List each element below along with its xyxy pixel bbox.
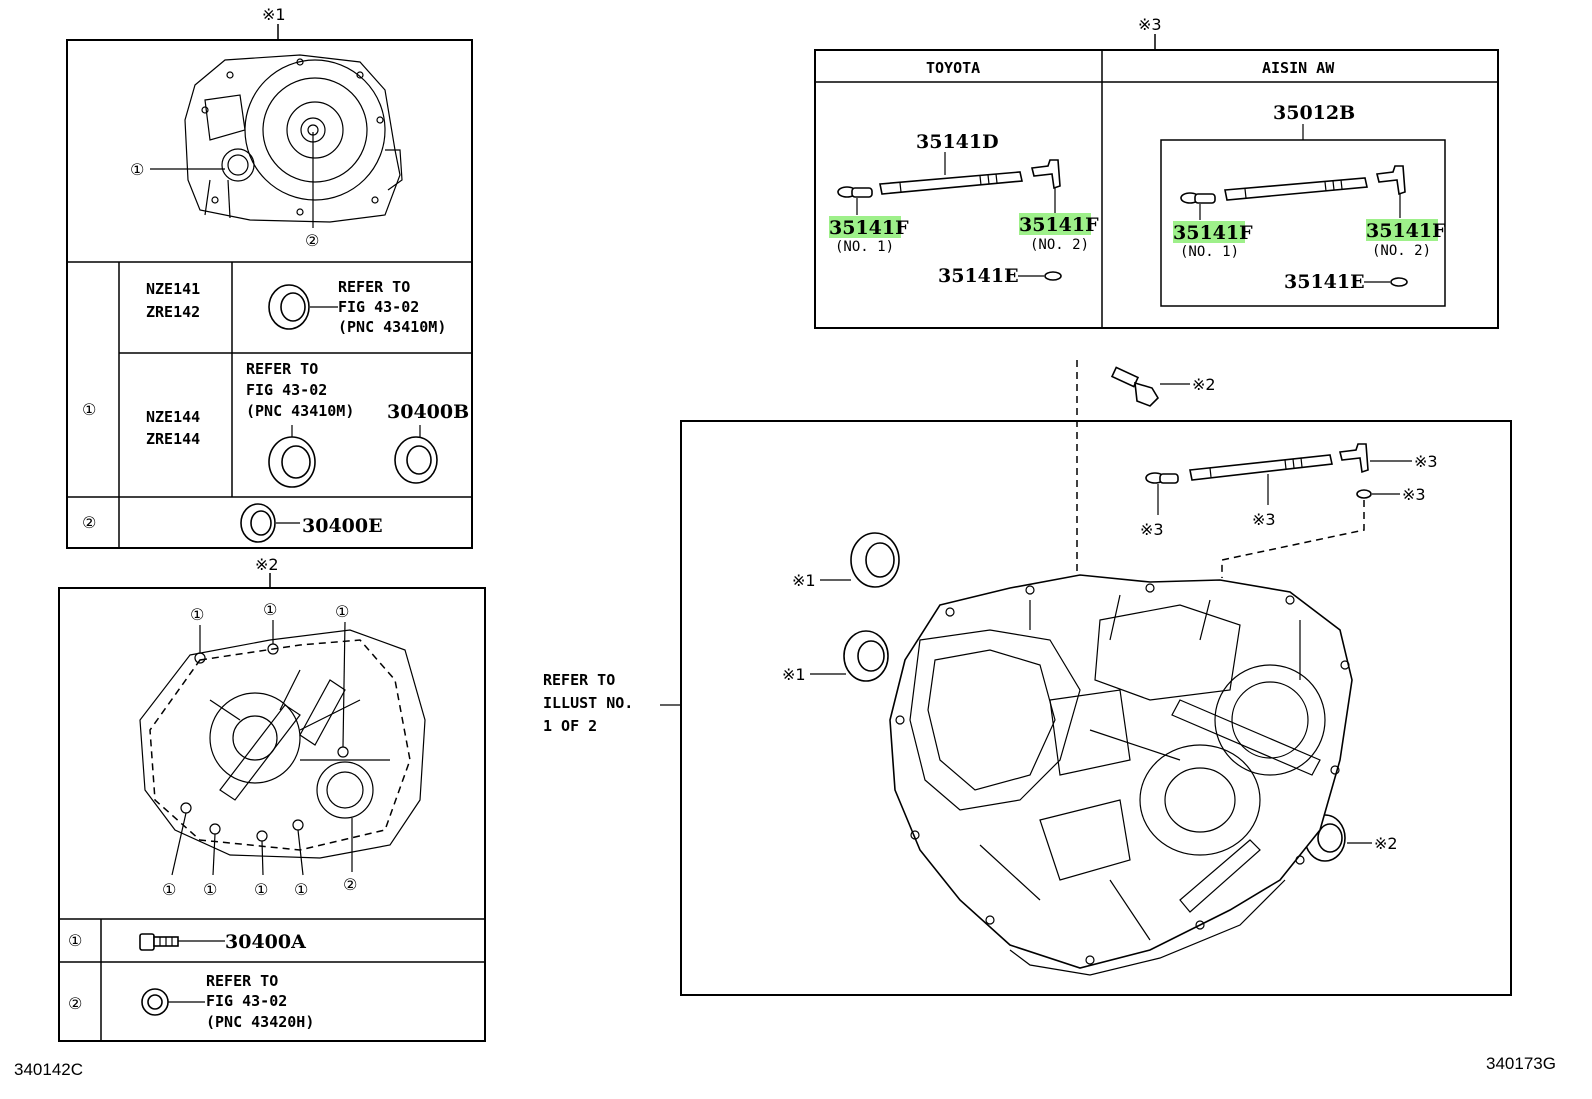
part-35141f-no2[interactable]: 35141F <box>1366 220 1446 242</box>
refer-line-1: REFER TO <box>543 671 615 689</box>
part-35141f-no1[interactable]: 35141F <box>829 217 909 239</box>
label-no2: (NO. 2) <box>1030 237 1089 253</box>
transaxle-front-view <box>184 54 403 223</box>
ref-line-3: (PNC 43420H) <box>206 1013 314 1031</box>
label-no2: (NO. 2) <box>1372 243 1431 259</box>
oil-seal-icon <box>843 630 889 682</box>
callout-2: ② <box>305 231 319 250</box>
note-1: ※1 <box>782 665 806 684</box>
col-toyota: TOYOTA <box>926 59 980 77</box>
diagram-code-right: 340173G <box>1486 1054 1556 1073</box>
part-35141e: 35141E <box>1284 271 1365 293</box>
seal-ring-icon <box>141 988 169 1016</box>
row-callout-1: ① <box>68 931 82 950</box>
highlight-35141f-no2 <box>1019 213 1091 235</box>
bolt-icon <box>139 933 179 951</box>
note-2: ※2 <box>1192 375 1216 394</box>
row-callout-1: ① <box>82 400 96 419</box>
part-30400b: 30400B <box>387 401 469 423</box>
ref-line-1: REFER TO <box>246 360 318 378</box>
box-2: ※2 ① ① <box>58 555 486 1042</box>
part-30400a: 30400A <box>225 931 306 953</box>
callout-2: ② <box>343 875 357 894</box>
part-35141f-no1[interactable]: 35141F <box>1173 222 1253 244</box>
shift-lever-icon <box>837 186 873 198</box>
model-nze144: NZE144 <box>146 408 200 426</box>
note-3: ※3 <box>1252 510 1276 529</box>
shaft-icon <box>1224 177 1368 201</box>
box-3: ※3 TOYOTA AISIN AW 35141D 35141F (NO. 1) <box>814 15 1499 329</box>
main-illustration: REFER TO ILLUST NO. 1 OF 2 ※2 ※3 ※3 <box>543 360 1512 996</box>
callout-1: ① <box>162 880 176 899</box>
shift-lever-icon <box>1376 165 1406 196</box>
diagram-code-left: 340142C <box>14 1060 83 1079</box>
ref-line-1: REFER TO <box>206 972 278 990</box>
model-nze141: NZE141 <box>146 280 200 298</box>
ref-line-2: FIG 43-02 <box>338 298 419 316</box>
box-1: ※1 ① ② NZ <box>66 5 473 549</box>
part-35141d: 35141D <box>916 131 999 153</box>
callout-1: ① <box>190 605 204 624</box>
transaxle-housing-view <box>139 629 426 859</box>
callout-1: ① <box>203 880 217 899</box>
note-1: ※1 <box>792 571 816 590</box>
note-3: ※3 <box>1140 520 1164 539</box>
ref-line-3: (PNC 43410M) <box>338 318 446 336</box>
callout-1: ① <box>263 600 277 619</box>
ref-line-2: FIG 43-02 <box>246 381 327 399</box>
oil-seal-icon <box>268 425 316 488</box>
box1-note: ※1 <box>262 5 286 24</box>
o-ring-icon <box>1044 271 1062 281</box>
o-ring-icon <box>1356 489 1372 499</box>
highlight-35141f-no1 <box>1173 221 1245 243</box>
shift-lever-icon <box>1180 192 1216 204</box>
shaft-icon <box>879 171 1023 195</box>
highlight-35141f-no2 <box>1366 219 1438 241</box>
note-3: ※3 <box>1402 485 1426 504</box>
label-no1: (NO. 1) <box>835 239 894 255</box>
transaxle-assembly <box>889 574 1353 976</box>
shift-lever-icon <box>1145 472 1179 484</box>
oil-seal-icon <box>850 532 900 588</box>
note-3: ※3 <box>1414 452 1438 471</box>
ref-line-2: FIG 43-02 <box>206 992 287 1010</box>
note-2: ※2 <box>1374 834 1398 853</box>
refer-line-2: ILLUST NO. <box>543 694 633 712</box>
label-no1: (NO. 1) <box>1180 244 1239 260</box>
o-ring-icon <box>1390 277 1408 287</box>
oil-seal-icon <box>240 503 276 543</box>
part-35141e: 35141E <box>938 265 1019 287</box>
model-zre144: ZRE144 <box>146 430 200 448</box>
col-aisin-aw: AISIN AW <box>1262 59 1335 77</box>
ref-line-3: (PNC 43410M) <box>246 402 354 420</box>
box2-note: ※2 <box>255 555 279 574</box>
shaft-icon <box>1189 454 1333 481</box>
part-30400e: 30400E <box>302 515 383 537</box>
box3-note: ※3 <box>1138 15 1162 34</box>
callout-1: ① <box>254 880 268 899</box>
model-zre142: ZRE142 <box>146 303 200 321</box>
callout-1: ① <box>294 880 308 899</box>
row-callout-2: ② <box>82 513 96 532</box>
callout-1: ① <box>130 160 144 179</box>
bolt-icon <box>1110 366 1160 407</box>
shift-lever-icon <box>1031 159 1061 190</box>
part-35012b: 35012B <box>1273 102 1355 124</box>
shift-lever-icon <box>1339 443 1369 474</box>
ref-line-1: REFER TO <box>338 278 410 296</box>
part-35141f-no2[interactable]: 35141F <box>1019 214 1099 236</box>
row-callout-2: ② <box>68 994 82 1013</box>
highlight-35141f-no1 <box>829 216 901 238</box>
callout-1: ① <box>335 602 349 621</box>
oil-seal-icon <box>394 436 438 484</box>
oil-seal-icon <box>268 284 310 330</box>
refer-line-3: 1 OF 2 <box>543 717 597 735</box>
